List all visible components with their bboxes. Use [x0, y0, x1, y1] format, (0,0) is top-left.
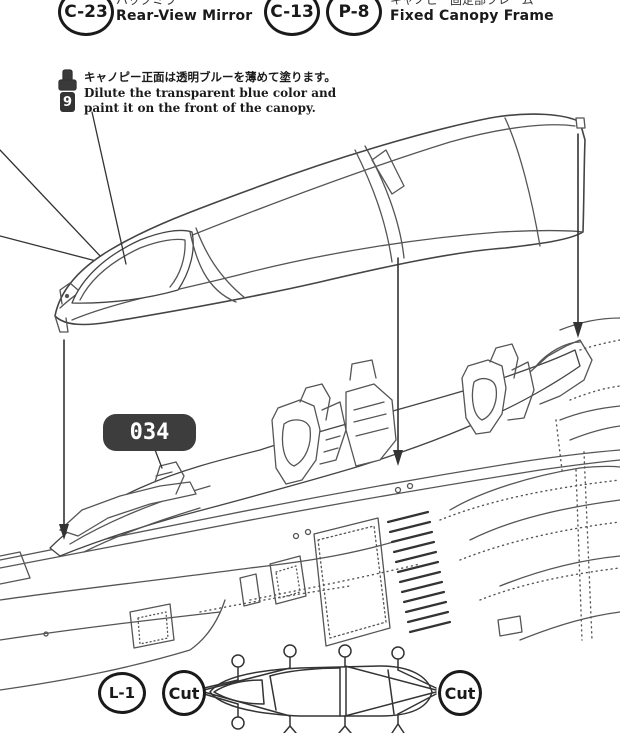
paint-color-number: 9 [60, 92, 75, 112]
part-badge-l1: L-1 [98, 672, 146, 714]
part-en-label-p8: Fixed Canopy Frame [390, 8, 554, 24]
louver-vent [386, 510, 452, 634]
step-number-badge: 034 [103, 414, 196, 451]
paint-note-jp: キャノピー正面は透明ブルーを薄めて塗ります。 [84, 70, 336, 84]
leader-line-upper [0, 149, 103, 259]
part-jp-label-c23: バックミラー [116, 0, 189, 7]
paint-note-en-line2: paint it on the front of the canopy. [84, 101, 316, 115]
paint-note-en-line1: Dilute the transparent blue color and [84, 86, 337, 100]
fuselage [0, 317, 620, 691]
rear-seat [461, 343, 535, 435]
part-jp-label-p8: キャノピー固定部フレーム [390, 0, 534, 7]
l1-canopy-diagram [203, 644, 437, 733]
alignment-arrows [63, 133, 579, 529]
cut-label-left: Cut [162, 670, 206, 716]
part-en-label-c23: Rear-View Mirror [116, 8, 253, 24]
cut-label-right: Cut [438, 670, 482, 716]
leader-line-lower [0, 235, 101, 263]
canopy [54, 113, 586, 333]
paint-bottle-icon [58, 69, 77, 91]
